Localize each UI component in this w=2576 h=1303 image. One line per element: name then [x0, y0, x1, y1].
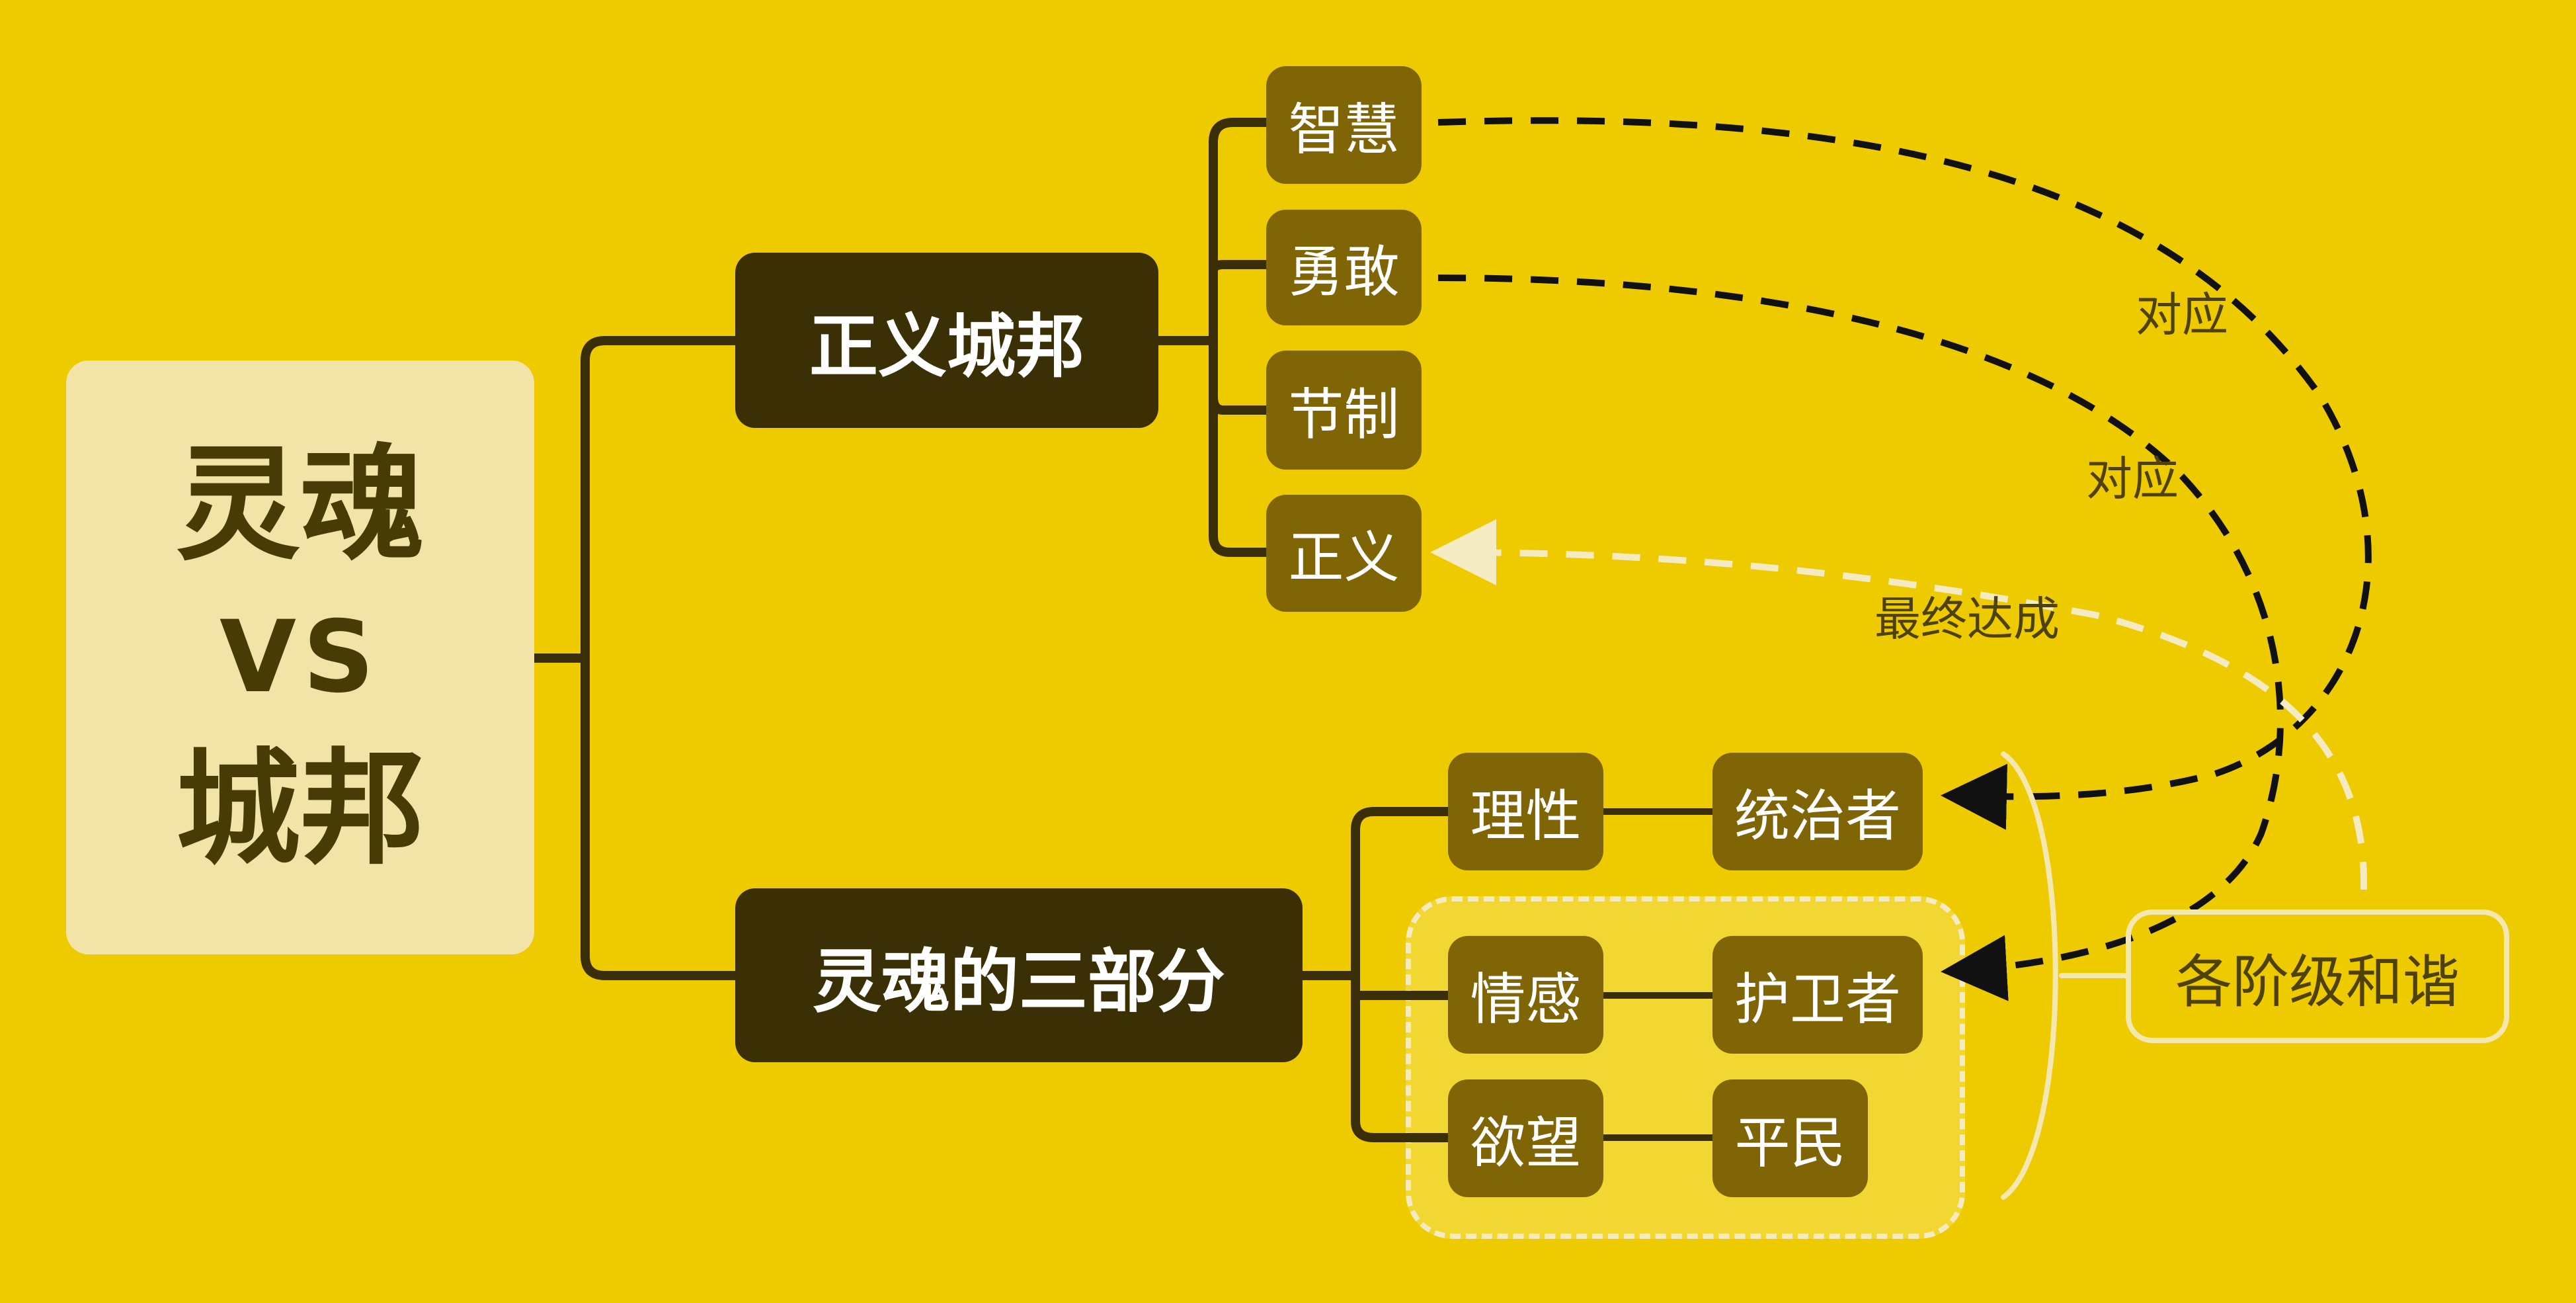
part-emotion-node: 情感: [1448, 936, 1603, 1054]
arrow-wisdom-to-ruler: [1437, 117, 2372, 830]
connector-soul-to-parts: [1298, 807, 1453, 1142]
arrow-courage-to-guardian: [1437, 274, 2284, 1001]
bracket-classes: [2001, 751, 2058, 1200]
class-guardian-node: 护卫者: [1712, 936, 1923, 1054]
root-line-city: 城邦: [176, 737, 424, 882]
class-ruler-node: 统治者: [1712, 753, 1923, 870]
connector-parts-to-classes: [1600, 808, 1716, 1141]
relation-label-correspond-1: 对应: [2136, 288, 2228, 342]
root-line-vs: VS: [219, 600, 382, 715]
soul-node: 灵魂的三部分: [735, 888, 1303, 1062]
relation-label-final-achieve: 最终达成: [1874, 592, 2060, 646]
harmony-node: 各阶级和谐: [2126, 909, 2509, 1043]
part-reason-node: 理性: [1448, 753, 1603, 870]
class-commoner-node: 平民: [1712, 1079, 1868, 1197]
virtue-courage-node: 勇敢: [1266, 210, 1422, 325]
root-node: 灵魂 VS 城邦: [66, 360, 534, 954]
virtue-wisdom-node: 智慧: [1266, 66, 1422, 184]
connector-root-to-branches: [530, 336, 740, 980]
root-line-soul: 灵魂: [176, 433, 424, 577]
arrow-harmony-to-justice: [1430, 519, 2368, 890]
connector-city-to-virtues: [1154, 118, 1271, 557]
virtue-justice-node: 正义: [1266, 495, 1422, 612]
relation-label-correspond-2: 对应: [2086, 452, 2179, 506]
city-node: 正义城邦: [735, 253, 1158, 428]
part-desire-node: 欲望: [1448, 1079, 1603, 1197]
virtue-temperance-node: 节制: [1266, 351, 1422, 470]
